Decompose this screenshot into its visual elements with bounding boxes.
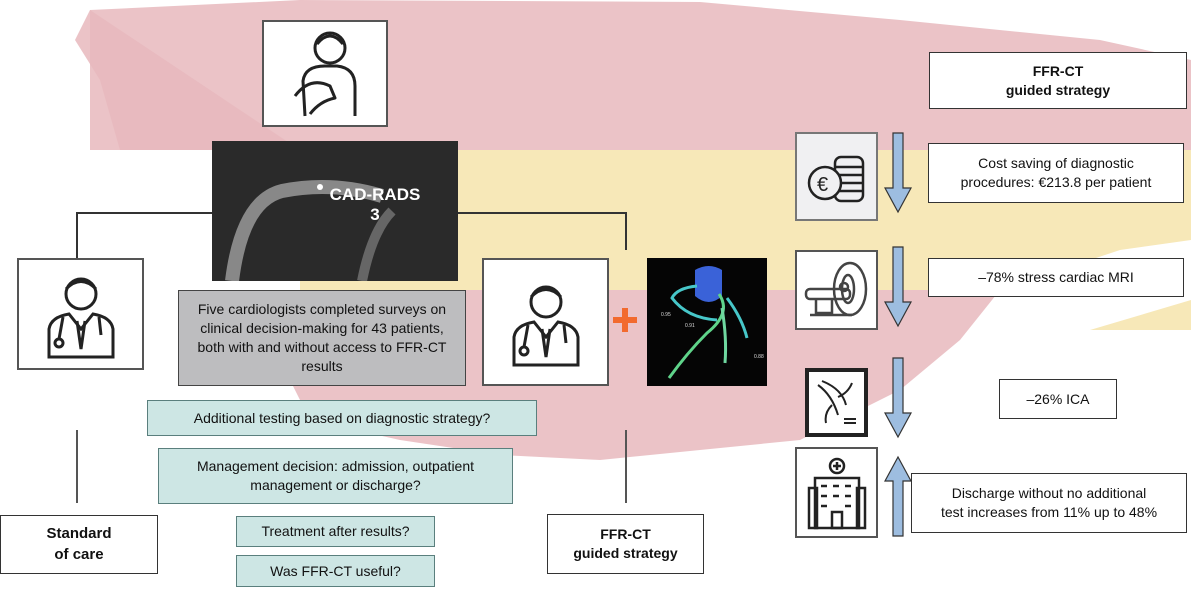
svg-text:€: € xyxy=(817,174,828,196)
arrow-up-icon xyxy=(884,455,912,537)
ct-scan-image: CAD-RADS 3 xyxy=(212,141,458,281)
question-treatment: Treatment after results? xyxy=(236,516,435,547)
ffr-value: 0.91 xyxy=(685,323,695,329)
question-management-decision: Management decision: admission, outpatie… xyxy=(158,448,513,504)
question-additional-testing: Additional testing based on diagnostic s… xyxy=(147,400,537,436)
ffr-ct-coronary-image: 0.95 0.91 0.88 xyxy=(647,258,767,386)
arrow-down-icon xyxy=(884,246,912,328)
euro-coins-icon: € xyxy=(795,132,878,221)
mri-scanner-icon xyxy=(795,250,878,330)
ffr-value: 0.88 xyxy=(754,354,764,360)
outcome-mri-reduction: –78% stress cardiac MRI xyxy=(928,258,1184,297)
cad-rads-label: CAD-RADS xyxy=(329,185,421,204)
survey-description: Five cardiologists completed surveys on … xyxy=(178,290,466,386)
patient-chest-pain-icon xyxy=(262,20,388,127)
question-ffr-useful: Was FFR-CT useful? xyxy=(236,555,435,587)
doctor-icon-standard xyxy=(17,258,144,370)
hospital-icon xyxy=(795,447,878,538)
outcome-ica-reduction: –26% ICA xyxy=(999,379,1117,419)
ffr-value: 0.95 xyxy=(661,312,671,318)
plus-icon xyxy=(613,308,637,332)
angiography-icon xyxy=(805,368,868,437)
cad-rads-score: 3 xyxy=(370,205,380,224)
arrow-down-icon xyxy=(884,357,912,439)
doctor-icon-ffr xyxy=(482,258,609,386)
arrow-down-icon xyxy=(884,132,912,214)
